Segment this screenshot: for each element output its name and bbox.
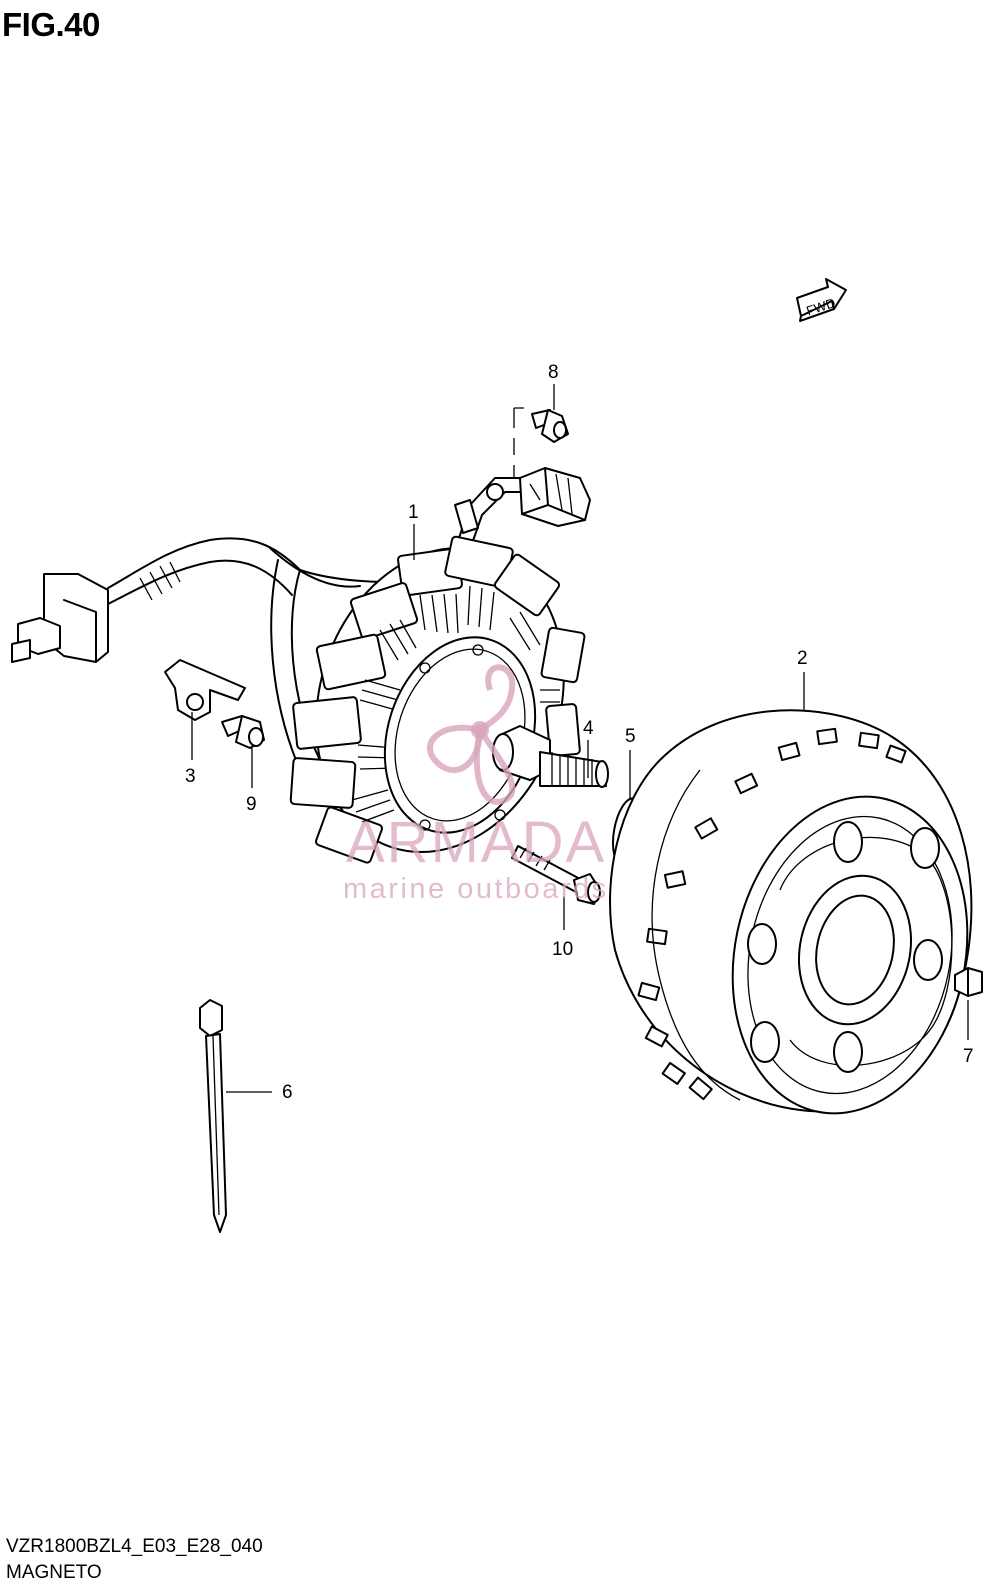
forward-arrow-icon: FWD xyxy=(796,278,847,322)
figure-name: MAGNETO xyxy=(6,1562,102,1583)
figure-code: VZR1800BZL4_E03_E28_040 xyxy=(6,1536,263,1557)
callouts: 1 2 3 4 5 6 7 8 9 10 xyxy=(185,362,974,1103)
callout-9: 9 xyxy=(246,794,257,815)
callout-4: 4 xyxy=(583,718,594,739)
watermark-brand: ARMADA xyxy=(346,810,606,875)
callout-6: 6 xyxy=(282,1082,293,1103)
part-9-bolt xyxy=(221,715,265,749)
figure-title: FIG.40 xyxy=(2,6,100,43)
watermark-tagline: marine outboards xyxy=(343,873,609,905)
callout-7: 7 xyxy=(963,1046,974,1067)
part-10-long-bolt xyxy=(511,845,601,905)
part-7-key xyxy=(954,967,983,997)
armada-logo-icon xyxy=(427,664,516,805)
callout-2: 2 xyxy=(797,648,808,669)
callout-1: 1 xyxy=(408,502,419,523)
callout-8: 8 xyxy=(548,362,559,383)
part-8-bolt xyxy=(513,407,569,478)
part-2-rotor xyxy=(609,709,973,1115)
callout-5: 5 xyxy=(625,726,636,747)
part-6-cable-tie xyxy=(199,999,227,1233)
callout-10: 10 xyxy=(552,939,573,960)
part-3-clamp xyxy=(164,659,246,721)
rotor-magnets xyxy=(637,727,907,1101)
stator-assembly xyxy=(11,467,591,864)
armada-watermark: ARMADA marine outboards xyxy=(343,664,609,905)
callout-3: 3 xyxy=(185,766,196,787)
callout-leaders xyxy=(191,384,969,1093)
